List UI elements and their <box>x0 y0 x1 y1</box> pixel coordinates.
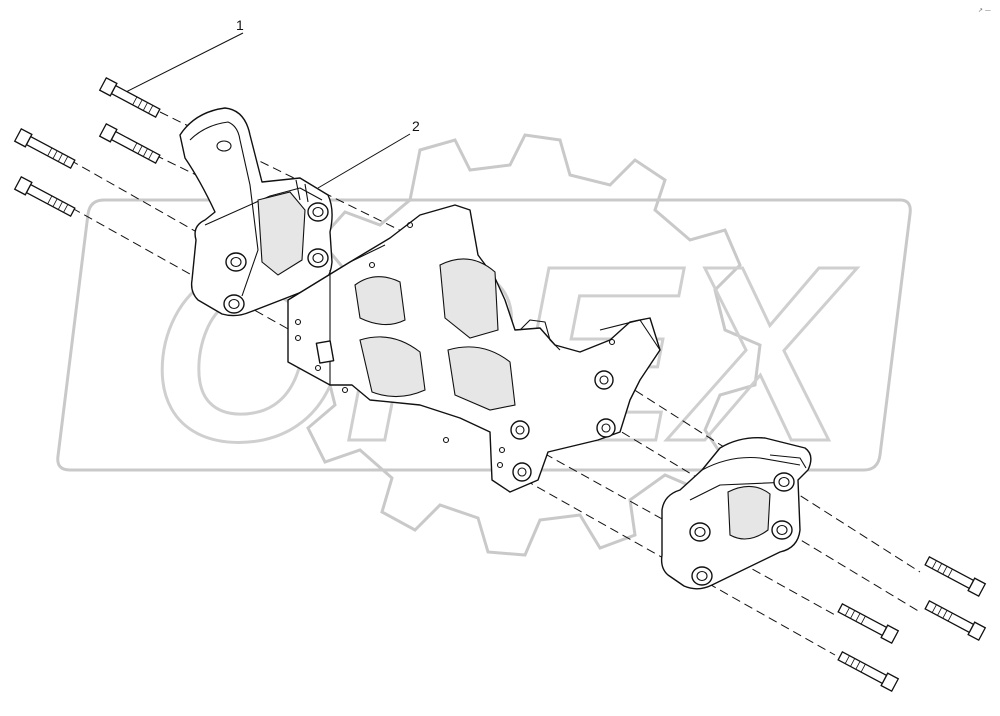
bolt <box>924 556 987 598</box>
bolt <box>837 651 900 693</box>
watermark-plate-outline <box>56 198 912 472</box>
bolts-left <box>13 76 161 217</box>
axis-line <box>519 439 836 616</box>
bolts-right <box>837 556 987 693</box>
bolt <box>13 175 76 217</box>
corner-mark: ↗ — <box>978 7 991 14</box>
bolt <box>837 603 900 645</box>
right-bracket <box>660 437 812 590</box>
axis-line <box>609 424 921 613</box>
bolt <box>98 76 161 118</box>
center-housing <box>287 204 661 493</box>
callout-1-leader <box>125 32 244 93</box>
left-bracket <box>179 107 333 317</box>
bolt <box>98 122 161 164</box>
callout-2-leader <box>317 133 411 189</box>
callout-1-label: 1 <box>236 17 244 33</box>
axis-line <box>524 479 836 656</box>
bolt <box>13 127 76 169</box>
callout-1: 1 <box>125 17 244 93</box>
callout-2: 2 <box>317 118 420 189</box>
callout-2-label: 2 <box>412 118 420 134</box>
bolt <box>924 600 987 642</box>
